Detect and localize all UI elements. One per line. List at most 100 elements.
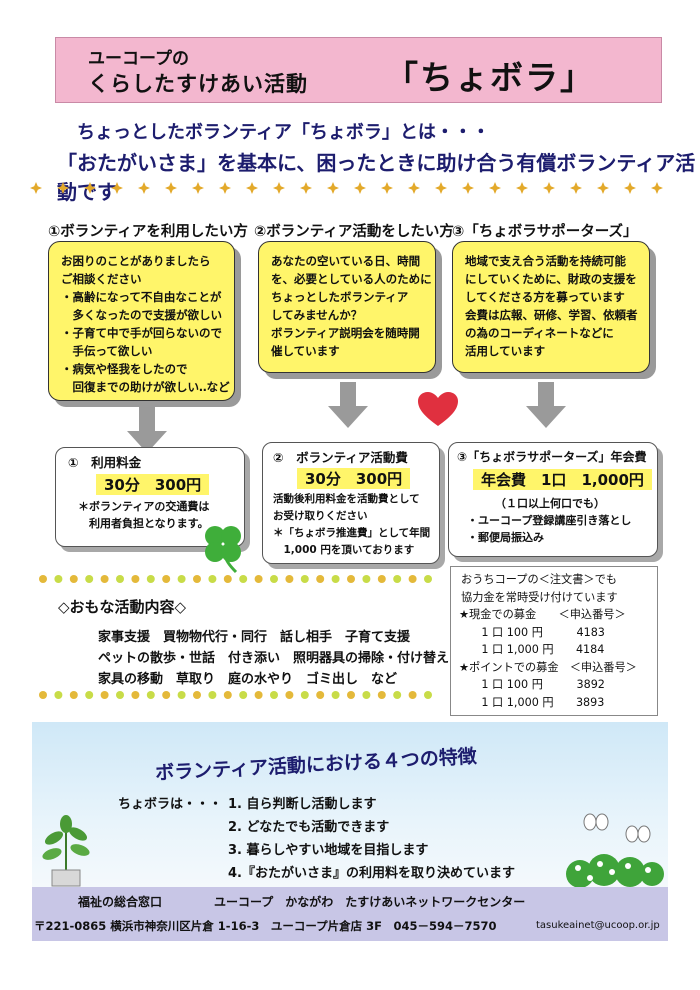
dot-icon [223, 691, 232, 699]
lead-line-2: 「おたがいさま」を基本に、困ったときに助け合う有償ボランティア活動です [57, 151, 696, 204]
star-icon [327, 182, 339, 194]
column-3-box: 地域で支え合う活動を持続可能 にしていくために、財政の支援を してくださる方を募… [452, 241, 650, 373]
dot-icon [208, 691, 217, 699]
dot-icon [146, 691, 155, 699]
fee-box-1: ① 利用料金 30分 300円 ＊ボランティアの交通費は 利用者負担となります。 [55, 447, 245, 547]
fee-box-1-price: 30分 300円 [96, 474, 210, 495]
dot-icon [393, 691, 402, 699]
fee-box-1-note: 利用者負担となります。 [78, 517, 209, 530]
order-line: ★現金での募金 ＜申込番号＞ [459, 608, 626, 621]
footer-email: tasukeainet@ucoop.or.jp [536, 920, 660, 931]
features-intro: ちょボラは・・・ [118, 797, 223, 812]
column-1-line: ・高齢になって不自由なことが [61, 290, 222, 304]
dot-icon [162, 575, 171, 583]
dot-icon [131, 691, 140, 699]
dot-divider [39, 575, 432, 583]
star-icon [246, 182, 258, 194]
dot-icon [347, 575, 355, 583]
column-2-line: 催しています [271, 344, 340, 358]
order-line: 1 口 1,000 円 4184 [459, 643, 605, 656]
potted-plant-icon [42, 815, 90, 887]
star-icon [84, 182, 96, 194]
dot-icon [270, 575, 278, 583]
dot-icon [285, 691, 294, 699]
star-icon [111, 182, 123, 194]
star-icon [219, 182, 231, 194]
activities-line: 家具の移動 草取り 庭の水やり ゴミ出し など [98, 672, 398, 687]
title-big: 「ちょボラ」 [385, 58, 595, 97]
star-icon [165, 182, 177, 194]
star-icon [30, 182, 42, 194]
fee-box-1-note: ＊ボランティアの交通費は [78, 500, 210, 513]
column-3-line: 活用しています [465, 344, 546, 358]
dot-icon [408, 691, 417, 699]
dot-icon [239, 691, 248, 699]
star-icon [354, 182, 366, 194]
column-2-line: ちょっとしたボランティア [271, 290, 409, 304]
title-sub: ユーコープの [88, 49, 189, 69]
dot-icon [377, 691, 386, 699]
column-3-heading: ③「ちょボラサポーターズ」 [452, 224, 638, 240]
feature-item: 2. どなたでも活動できます [228, 820, 390, 835]
fee-box-1-heading: ① 利用料金 [68, 455, 142, 470]
column-1-line: 多くなったので支援が欲しい [61, 308, 222, 322]
fee-box-3: ③「ちょボラサポーターズ」年会費 年会費 1口 1,000円 （１口以上何口でも… [448, 442, 658, 557]
heart-icon [418, 392, 458, 426]
activities-line: 家事支援 買物物代行・同行 話し相手 子育て支援 [98, 630, 411, 645]
dot-icon [393, 575, 402, 583]
star-icon [624, 182, 636, 194]
column-3-line: 地域で支え合う活動を持続可能 [465, 254, 626, 268]
order-line: 1 口 100 円 3892 [459, 678, 605, 691]
dot-icon [254, 575, 263, 583]
dot-icon [146, 575, 155, 583]
fee-box-2-note: 活動後利用料金を活動費として [273, 493, 420, 505]
fee-box-3-price: 年会費 1口 1,000円 [473, 469, 652, 490]
dot-icon [408, 575, 417, 583]
star-icon [543, 182, 555, 194]
star-divider [30, 182, 663, 194]
star-icon [516, 182, 528, 194]
column-1-line: ご相談ください [61, 272, 142, 286]
order-line: 1 口 1,000 円 3893 [459, 695, 605, 709]
dot-icon [69, 691, 78, 699]
dot-icon [193, 575, 201, 583]
features-background [32, 722, 668, 887]
star-icon [57, 182, 69, 194]
order-form-box: おうちコープの＜注文書＞でも 協力金を常時受け付けています ★現金での募金 ＜申… [450, 566, 658, 716]
column-1-heading: ①ボランティアを利用したい方 [48, 224, 248, 240]
dot-icon [177, 575, 186, 583]
dot-divider [39, 691, 432, 699]
down-arrow-icon [526, 382, 566, 428]
star-icon [381, 182, 393, 194]
dot-icon [254, 691, 263, 699]
dot-icon [69, 575, 78, 583]
column-3-line: にしていくために、財政の支援を [465, 272, 637, 286]
dot-icon [362, 691, 371, 699]
order-line: おうちコープの＜注文書＞でも [461, 573, 617, 586]
column-1-box: お困りのことがありましたら ご相談ください ・高齢になって不自由なことが 多くな… [48, 241, 235, 401]
dot-icon [131, 575, 140, 583]
activities-heading: ◇おもな活動内容◇ [58, 598, 187, 616]
dot-icon [85, 575, 94, 583]
column-1-line: お困りのことがありましたら [61, 254, 211, 268]
dot-icon [100, 691, 109, 699]
order-line: 1 口 100 円 4183 [459, 625, 605, 639]
column-2-line: してみませんか？ [271, 308, 363, 322]
fee-box-2-note: お受け取りください [273, 510, 368, 522]
star-icon [138, 182, 150, 194]
dot-icon [424, 691, 432, 699]
dot-icon [270, 691, 278, 699]
footer-address: 〒221-0865 横浜市神奈川区片倉 1-16-3 ユーコープ片倉店 3F 0… [34, 919, 497, 933]
column-1-line: ・病気や怪我をしたので [61, 362, 188, 376]
dot-icon [285, 575, 294, 583]
star-icon [408, 182, 420, 194]
dot-icon [100, 575, 109, 583]
activities-line: ペットの散歩・世話 付き添い 照明器具の掃除・付け替え [98, 651, 450, 666]
column-2-box: あなたの空いている日、時間 を、必要としている人のために ちょっとしたボランティ… [258, 241, 436, 373]
column-1-line: ・子育て中で手が回らないので [61, 326, 222, 340]
star-icon [300, 182, 312, 194]
down-arrow-icon [328, 382, 368, 428]
column-3-line: の為のコーディネートなどに [465, 326, 614, 340]
dot-icon [177, 691, 186, 699]
dot-icon [316, 691, 325, 699]
